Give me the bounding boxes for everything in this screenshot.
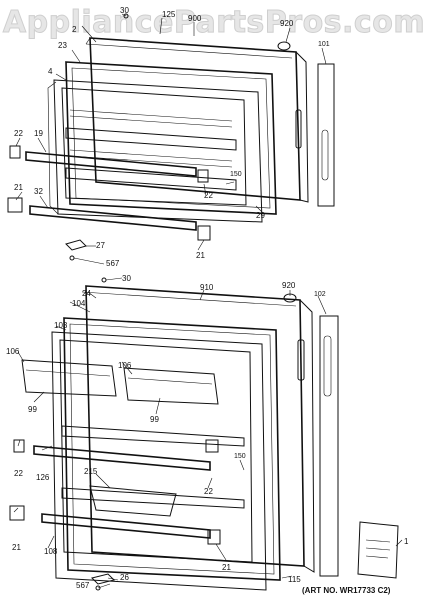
fresh-food-rail-upper bbox=[33, 445, 211, 471]
callout-21c: 21 bbox=[12, 543, 21, 552]
callout-99b: 99 bbox=[150, 415, 159, 424]
freezer-door-rail-upper bbox=[25, 151, 197, 177]
callout-30b: 30 bbox=[122, 274, 131, 283]
callout-1: 1 bbox=[404, 537, 409, 546]
fresh-food-rail-lower bbox=[41, 513, 211, 539]
fresh-food-handle-slot bbox=[297, 339, 305, 381]
callout-99a: 99 bbox=[28, 405, 37, 414]
callout-19: 19 bbox=[34, 129, 43, 138]
callout-30a: 30 bbox=[120, 6, 129, 15]
owner-manual-booklet bbox=[357, 521, 399, 579]
callout-22c: 22 bbox=[14, 469, 23, 478]
rail-mount-21 bbox=[7, 197, 23, 213]
callout-22b: 22 bbox=[204, 191, 213, 200]
callout-101: 101 bbox=[318, 41, 330, 48]
trim-strip-102 bbox=[319, 315, 339, 577]
callout-21d: 21 bbox=[222, 563, 231, 572]
callout-108: 108 bbox=[44, 547, 58, 556]
callout-567b: 567 bbox=[76, 581, 90, 590]
rail-mount-22 bbox=[9, 145, 21, 159]
callout-27: 27 bbox=[96, 241, 105, 250]
callout-29: 29 bbox=[256, 211, 265, 220]
callout-22a: 22 bbox=[14, 129, 23, 138]
callout-26: 26 bbox=[120, 573, 129, 582]
callout-32: 32 bbox=[34, 187, 43, 196]
trim-strip-101 bbox=[317, 63, 335, 207]
art-number: (ART NO. WR17733 C2) bbox=[302, 586, 391, 595]
leader-lines bbox=[13, 13, 403, 589]
callout-21a: 21 bbox=[14, 183, 23, 192]
callout-567a: 567 bbox=[106, 259, 120, 268]
callout-920a: 920 bbox=[280, 19, 294, 28]
freezer-door-assembly bbox=[7, 13, 335, 261]
callout-4: 4 bbox=[48, 67, 53, 76]
callout-215: 215 bbox=[84, 467, 98, 476]
callout-104: 104 bbox=[72, 299, 86, 308]
fresh-food-inner-liner bbox=[51, 331, 267, 591]
fresh-food-gasket bbox=[63, 317, 281, 581]
callout-103: 103 bbox=[54, 321, 68, 330]
callout-910: 910 bbox=[200, 283, 214, 292]
dairy-bin-right bbox=[123, 367, 219, 405]
callout-labels: 30 125 900 2 920 101 23 4 22 19 21 32 15… bbox=[6, 6, 409, 590]
callout-24: 24 bbox=[82, 289, 91, 298]
callout-22d: 22 bbox=[204, 487, 213, 496]
callout-2: 2 bbox=[72, 25, 77, 34]
callout-23: 23 bbox=[58, 41, 67, 50]
callout-150a: 150 bbox=[230, 171, 242, 178]
callout-900: 900 bbox=[188, 14, 202, 23]
fresh-food-door-assembly bbox=[9, 277, 399, 591]
callout-106a: 106 bbox=[6, 347, 20, 356]
callout-150b: 150 bbox=[234, 453, 246, 460]
callout-102: 102 bbox=[314, 291, 326, 298]
callout-126: 126 bbox=[36, 473, 50, 482]
callout-115: 115 bbox=[288, 575, 301, 584]
callout-106b: 106 bbox=[118, 361, 132, 370]
freezer-handle-slot bbox=[295, 109, 302, 149]
bin-215 bbox=[89, 485, 177, 517]
freezer-door-rail-lower bbox=[29, 205, 197, 231]
callout-21b: 21 bbox=[196, 251, 205, 260]
freezer-inner-liner bbox=[53, 79, 263, 223]
callout-125: 125 bbox=[162, 10, 176, 19]
callout-920b: 920 bbox=[282, 281, 296, 290]
dairy-bin-left bbox=[21, 359, 117, 397]
